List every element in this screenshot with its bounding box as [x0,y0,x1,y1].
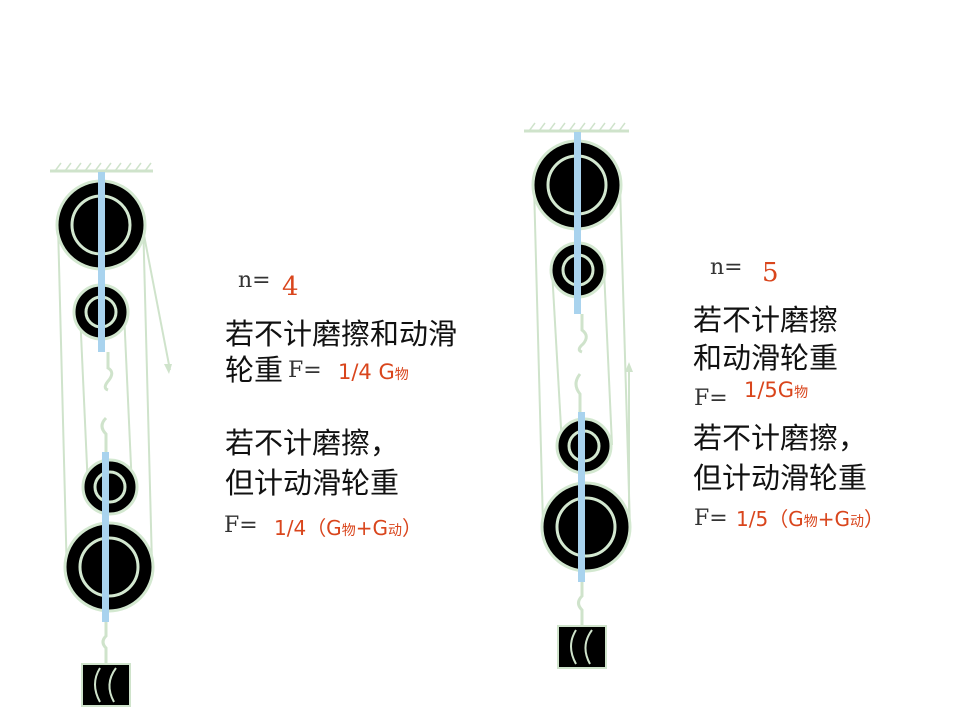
left-f1-fraction: 1/4 G [338,360,395,384]
right-condition1-line2: 和动滑轮重 [693,341,839,375]
right-f2-formula: 1/5（G物+G动） [736,503,884,532]
left-upper-hook [103,352,114,392]
right-n-value: 5 [762,258,779,288]
left-load-weight [81,663,131,707]
left-pull-arrow [164,364,172,374]
right-f2-suffix: ） [863,507,884,531]
right-f1-formula: 1/5G物 [744,378,808,402]
right-f-label-2: F= [694,506,728,531]
right-ceiling [524,122,629,133]
right-lower-hook [574,373,582,412]
left-f2-formula: 1/4（G物+G动） [274,512,422,541]
right-upper-axle-bar [574,132,581,314]
right-n-label: n= [710,255,743,280]
right-lower-axle-bar [578,412,585,582]
left-condition2-line2: 但计动滑轮重 [225,466,400,500]
left-moving-pulley-small [81,458,139,516]
left-f-label-2: F= [224,513,258,538]
right-f-label-1: F= [694,386,728,411]
left-n-value: 4 [282,272,299,302]
right-f2-mid: +G [817,507,850,531]
left-lower-hook [100,416,108,452]
left-condition1-line1: 若不计磨擦和动滑 [225,317,458,351]
right-pull-arrow [625,362,633,372]
right-f2-sub1: 物 [803,514,818,530]
right-condition2-line2: 但计动滑轮重 [693,461,868,495]
left-load-hook [101,622,108,664]
right-f1-fraction: 1/5G [744,378,795,402]
left-f2-sub1: 物 [341,523,356,539]
left-f2-suffix: ） [401,516,422,540]
left-lower-axle-bar [102,452,109,622]
left-f2-mid: +G [355,516,388,540]
right-condition2-line1: 若不计磨擦， [693,421,868,455]
left-condition2-line1: 若不计磨擦， [225,426,400,460]
left-f2-sub2: 动 [387,523,402,539]
right-condition1-line1: 若不计磨擦 [693,303,839,337]
right-f1-sub: 物 [794,385,809,401]
left-f-label-1: F= [288,358,322,383]
left-upper-axle-bar [98,172,105,352]
right-moving-pulley-large [540,481,632,573]
left-ropes [57,217,171,579]
left-ceiling [50,162,153,173]
left-f1-sub: 物 [394,367,409,383]
right-upper-hook [577,314,588,354]
right-ropes [533,184,631,529]
right-f2-prefix: 1/5（G [736,507,804,531]
right-f2-sub2: 动 [849,514,864,530]
left-f1-formula: 1/4 G物 [338,360,409,384]
left-condition1-line2: 轮重 [225,353,284,387]
right-load-weight [557,625,607,669]
left-f2-prefix: 1/4（G [274,516,342,540]
left-n-label: n= [238,268,271,293]
right-load-hook [577,582,584,626]
